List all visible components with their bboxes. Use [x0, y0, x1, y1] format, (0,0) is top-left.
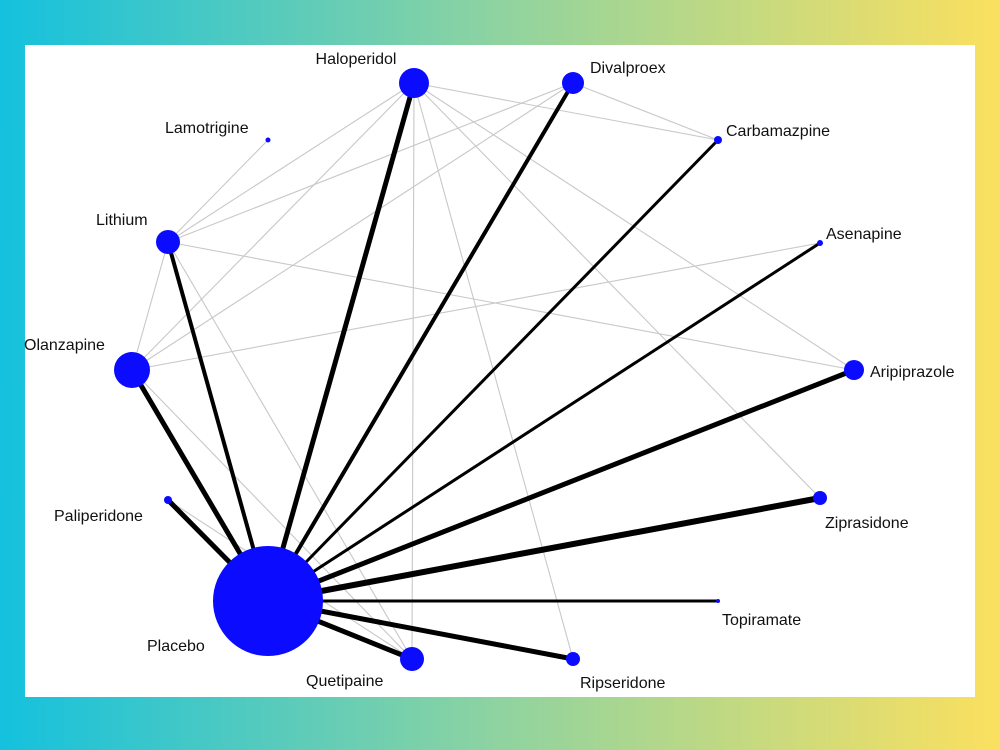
- nodes-layer: [114, 68, 864, 671]
- edge-placebo-lithium: [166, 241, 270, 602]
- edge-olanzapine-asenapine: [131, 242, 821, 371]
- label-topiramate: Topiramate: [722, 612, 801, 629]
- edge-divalproex-olanzapine: [131, 82, 574, 371]
- edge-placebo-haloperidol: [265, 82, 417, 602]
- label-haloperidol: Haloperidol: [316, 51, 397, 68]
- node-aripiprazole: [844, 360, 864, 380]
- node-quetipaine: [400, 647, 424, 671]
- edge-placebo-carbamazpine: [266, 138, 720, 603]
- node-olanzapine: [114, 352, 150, 388]
- edge-placebo-aripiprazole: [267, 367, 855, 604]
- node-ripseridone: [566, 652, 580, 666]
- node-lithium: [156, 230, 180, 254]
- label-divalproex: Divalproex: [590, 60, 666, 77]
- edge-haloperidol-quetipaine: [411, 82, 415, 660]
- node-haloperidol: [399, 68, 429, 98]
- edge-placebo-ziprasidone: [267, 495, 821, 604]
- node-carbamazpine: [714, 136, 722, 144]
- label-aripiprazole: Aripiprazole: [870, 364, 955, 381]
- label-carbamazpine: Carbamazpine: [726, 123, 830, 140]
- edge-lithium-olanzapine: [131, 241, 169, 371]
- label-quetipaine: Quetipaine: [306, 673, 383, 690]
- edge-placebo-divalproex: [266, 81, 575, 603]
- node-lamotrigine: [265, 137, 271, 143]
- diagram-panel: [25, 45, 975, 697]
- edge-lithium-aripiprazole: [167, 241, 855, 371]
- edge-haloperidol-olanzapine: [131, 82, 415, 371]
- node-asenapine: [817, 240, 823, 246]
- edge-haloperidol-lithium: [167, 82, 415, 243]
- node-placebo: [213, 546, 323, 656]
- node-ziprasidone: [813, 491, 827, 505]
- edge-placebo-asenapine: [267, 241, 821, 603]
- label-ripseridone: Ripseridone: [580, 675, 665, 692]
- node-divalproex: [562, 72, 584, 94]
- label-paliperidone: Paliperidone: [54, 508, 143, 525]
- node-paliperidone: [164, 496, 172, 504]
- edges-layer: [129, 81, 855, 662]
- label-lamotrigine: Lamotrigine: [165, 120, 249, 137]
- label-asenapine: Asenapine: [826, 226, 902, 243]
- edge-haloperidol-carbamazpine: [413, 82, 719, 141]
- edge-lithium-quetipaine: [167, 241, 413, 660]
- edge-divalproex-carbamazpine: [572, 82, 719, 141]
- label-lithium: Lithium: [96, 212, 148, 229]
- edge-lamotrigine-lithium: [167, 139, 269, 243]
- node-topiramate: [716, 599, 720, 603]
- label-placebo: Placebo: [147, 638, 205, 655]
- label-olanzapine: Olanzapine: [24, 337, 105, 354]
- edge-olanzapine-quetipaine: [131, 369, 413, 660]
- edge-divalproex-lithium: [167, 82, 574, 243]
- label-ziprasidone: Ziprasidone: [825, 515, 909, 532]
- edge-haloperidol-ziprasidone: [413, 82, 821, 499]
